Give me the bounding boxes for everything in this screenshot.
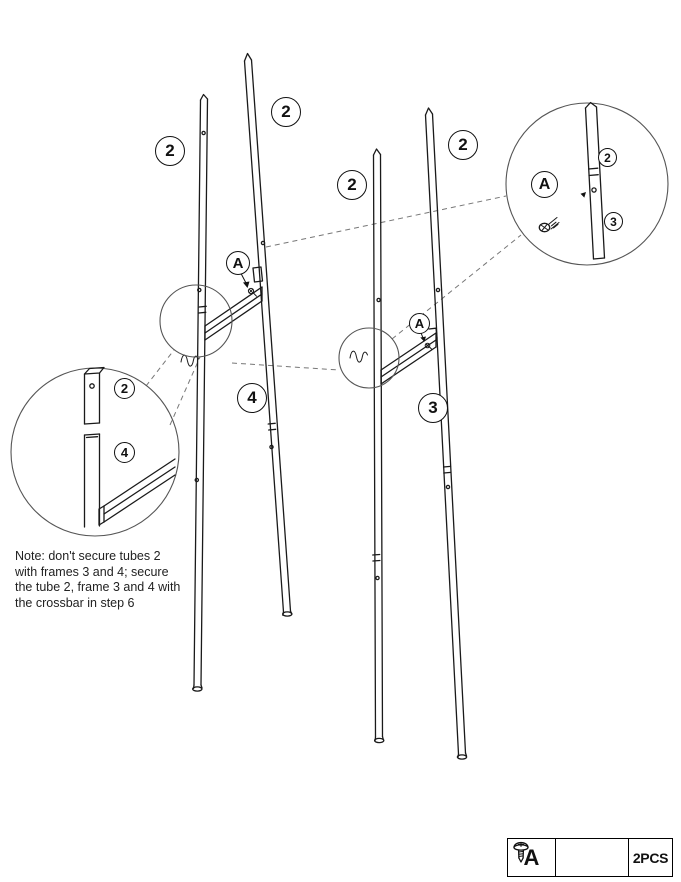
label-tube-2-far-left: 2	[155, 136, 185, 166]
detail-view-left	[10, 366, 180, 537]
part-icon-cell	[513, 839, 628, 876]
screw-callout-right	[420, 331, 433, 350]
tube-2-mid	[372, 148, 385, 744]
assembly-note: Note: don't secure tubes 2 with frames 3…	[15, 549, 195, 611]
label-tube-2-right: 2	[448, 130, 478, 160]
tube-2-right	[424, 107, 468, 760]
tube-2-far-left	[192, 93, 209, 692]
label-frame-4: 4	[237, 383, 267, 413]
insert-direction-arrow	[44, 393, 77, 459]
detail-view-right	[505, 101, 669, 266]
label-tube-2-mid: 2	[337, 170, 367, 200]
tube-2-left	[243, 52, 293, 617]
hardware-parts-table: A 2PCS	[507, 838, 673, 877]
detail-left-label-2: 2	[114, 378, 135, 399]
detail-right-label-3: 3	[604, 212, 623, 231]
joint-highlight-circle-left	[159, 284, 233, 358]
clip-squiggle-right	[349, 350, 368, 363]
callout-dashed-lines	[145, 195, 522, 426]
detail-right-label-a: A	[531, 171, 558, 198]
screw-callout-left	[240, 272, 257, 297]
callout-a-left: A	[226, 251, 250, 275]
part-letter-cell: A	[523, 844, 540, 870]
label-tube-2-left: 2	[271, 97, 301, 127]
frame-4-bar	[204, 286, 263, 341]
screw-icon	[513, 841, 529, 863]
part-quantity-cell: 2PCS	[628, 839, 672, 876]
note-line: Note: don't secure tubes 2	[15, 549, 161, 563]
note-line: the tube 2, frame 3 and 4 with	[15, 580, 181, 594]
joint-highlight-circle-right	[338, 327, 400, 389]
note-line: with frames 3 and 4; secure	[15, 564, 169, 579]
note-line: the crossbar in step 6	[15, 595, 135, 610]
callout-a-right: A	[409, 313, 430, 334]
screw-a-detail	[538, 217, 560, 233]
label-frame-3: 3	[418, 393, 448, 423]
detail-left-label-4: 4	[114, 442, 135, 463]
detail-right-label-2: 2	[598, 148, 617, 167]
